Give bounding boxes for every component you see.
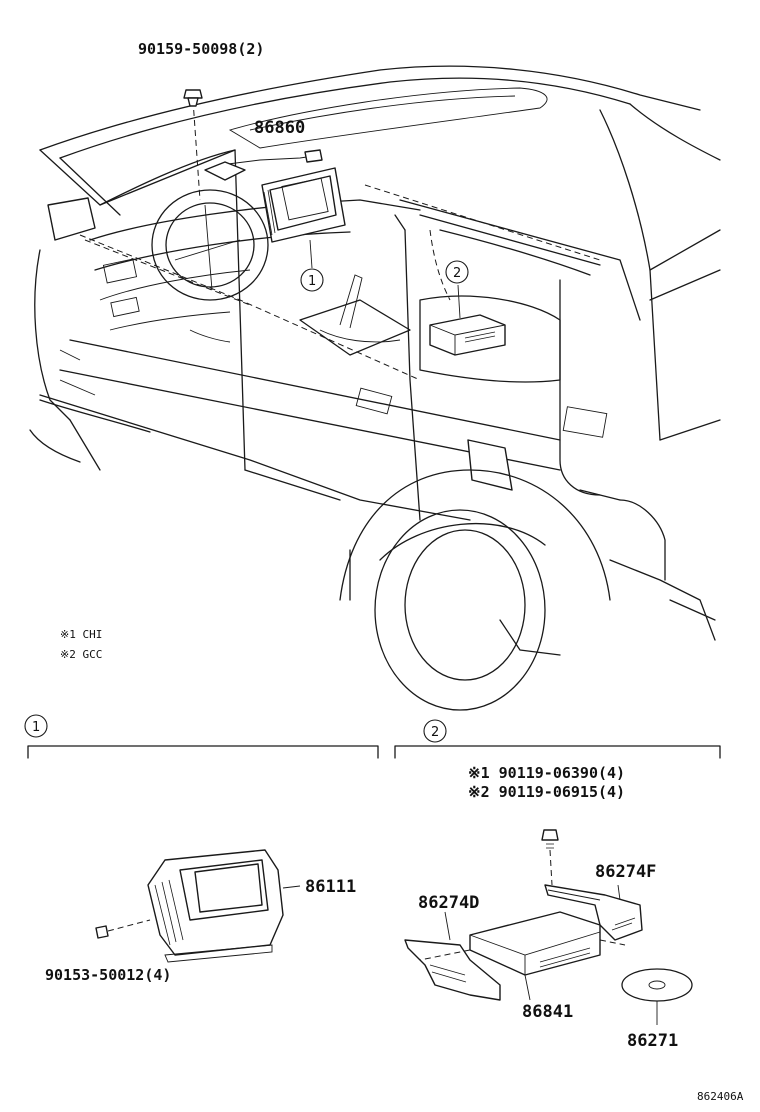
bolt-top-label: 90159-50098(2) <box>138 40 264 58</box>
svg-text:2: 2 <box>453 266 461 281</box>
disc-label: 86271 <box>627 1031 678 1051</box>
bracket-d-label: 86274D <box>418 893 479 913</box>
svg-text:2: 2 <box>431 725 439 740</box>
svg-text:1: 1 <box>32 720 40 735</box>
bolt-gcc-label: ※2 90119-06915(4) <box>468 783 625 801</box>
bracket-f-label: 86274F <box>595 862 656 882</box>
section-1-header: 1 <box>24 714 379 759</box>
note-gcc: ※2 GCC <box>60 648 102 661</box>
callout-2: 2 <box>445 260 469 284</box>
changer-assembly-drawing <box>404 829 693 1025</box>
svg-text:1: 1 <box>308 274 316 289</box>
changer-label: 86841 <box>522 1002 573 1022</box>
antenna-label: 86860 <box>254 118 305 138</box>
display-unit-drawing <box>95 849 301 963</box>
callout-1: 1 <box>300 268 324 292</box>
vehicle-outline <box>29 65 721 711</box>
note-chi: ※1 CHI <box>60 628 102 641</box>
clip-bolt-icon <box>183 89 203 107</box>
display-label: 86111 <box>305 877 356 897</box>
illustration-id: 862406A <box>697 1090 744 1103</box>
section-2-header: 2 <box>394 719 721 759</box>
display-screw-label: 90153-50012(4) <box>45 966 171 984</box>
bolt-chi-label: ※1 90119-06390(4) <box>468 764 625 782</box>
